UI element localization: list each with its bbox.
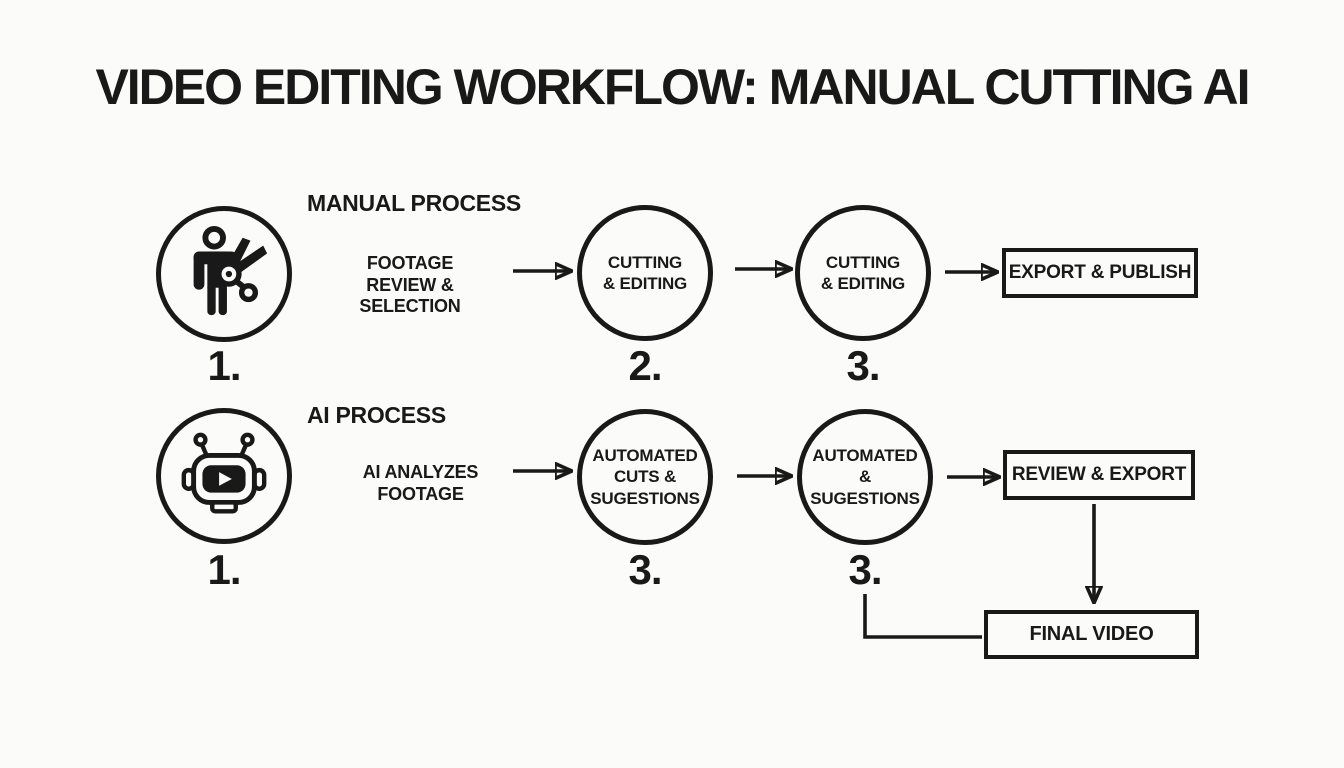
manual-node3-number: 3. xyxy=(846,342,880,389)
manual-node2-number: 2. xyxy=(628,342,662,389)
ai-node-automated-cuts: AUTOMATED CUTS & SUGESTIONS xyxy=(577,409,713,545)
ai-node-automated-sugestions: AUTOMATED & SUGESTIONS xyxy=(797,409,933,545)
manual-process-icon-circle xyxy=(156,206,292,342)
ai-node3-number: 3. xyxy=(848,546,882,593)
diagram-title: VIDEO EDITING WORKFLOW: MANUAL CUTTING A… xyxy=(95,59,1250,115)
robot-play-icon xyxy=(181,432,267,514)
ai-step1-number: 1. xyxy=(207,546,241,593)
person-with-scissors-icon xyxy=(193,225,268,316)
manual-node-cutting-editing-1: CUTTING & EDITING xyxy=(577,205,713,341)
manual-node-cutting-editing-2: CUTTING & EDITING xyxy=(795,205,931,341)
export-publish-box: EXPORT & PUBLISH xyxy=(1002,248,1198,298)
final-video-box: FINAL VIDEO xyxy=(984,610,1199,659)
manual-step1-number: 1. xyxy=(207,342,241,389)
ai-node2-number: 3. xyxy=(628,546,662,593)
elbow-line-step3-to-final xyxy=(863,594,982,639)
ai-process-icon-circle xyxy=(156,408,292,544)
review-export-box: REVIEW & EXPORT xyxy=(1003,450,1195,500)
manual-process-heading: MANUAL PROCESS xyxy=(307,190,521,216)
ai-description: AI ANALYZES FOOTAGE xyxy=(362,462,479,504)
ai-process-heading: AI PROCESS xyxy=(307,402,446,428)
manual-description: FOOTAGE REVIEW & SELECTION xyxy=(359,253,461,317)
